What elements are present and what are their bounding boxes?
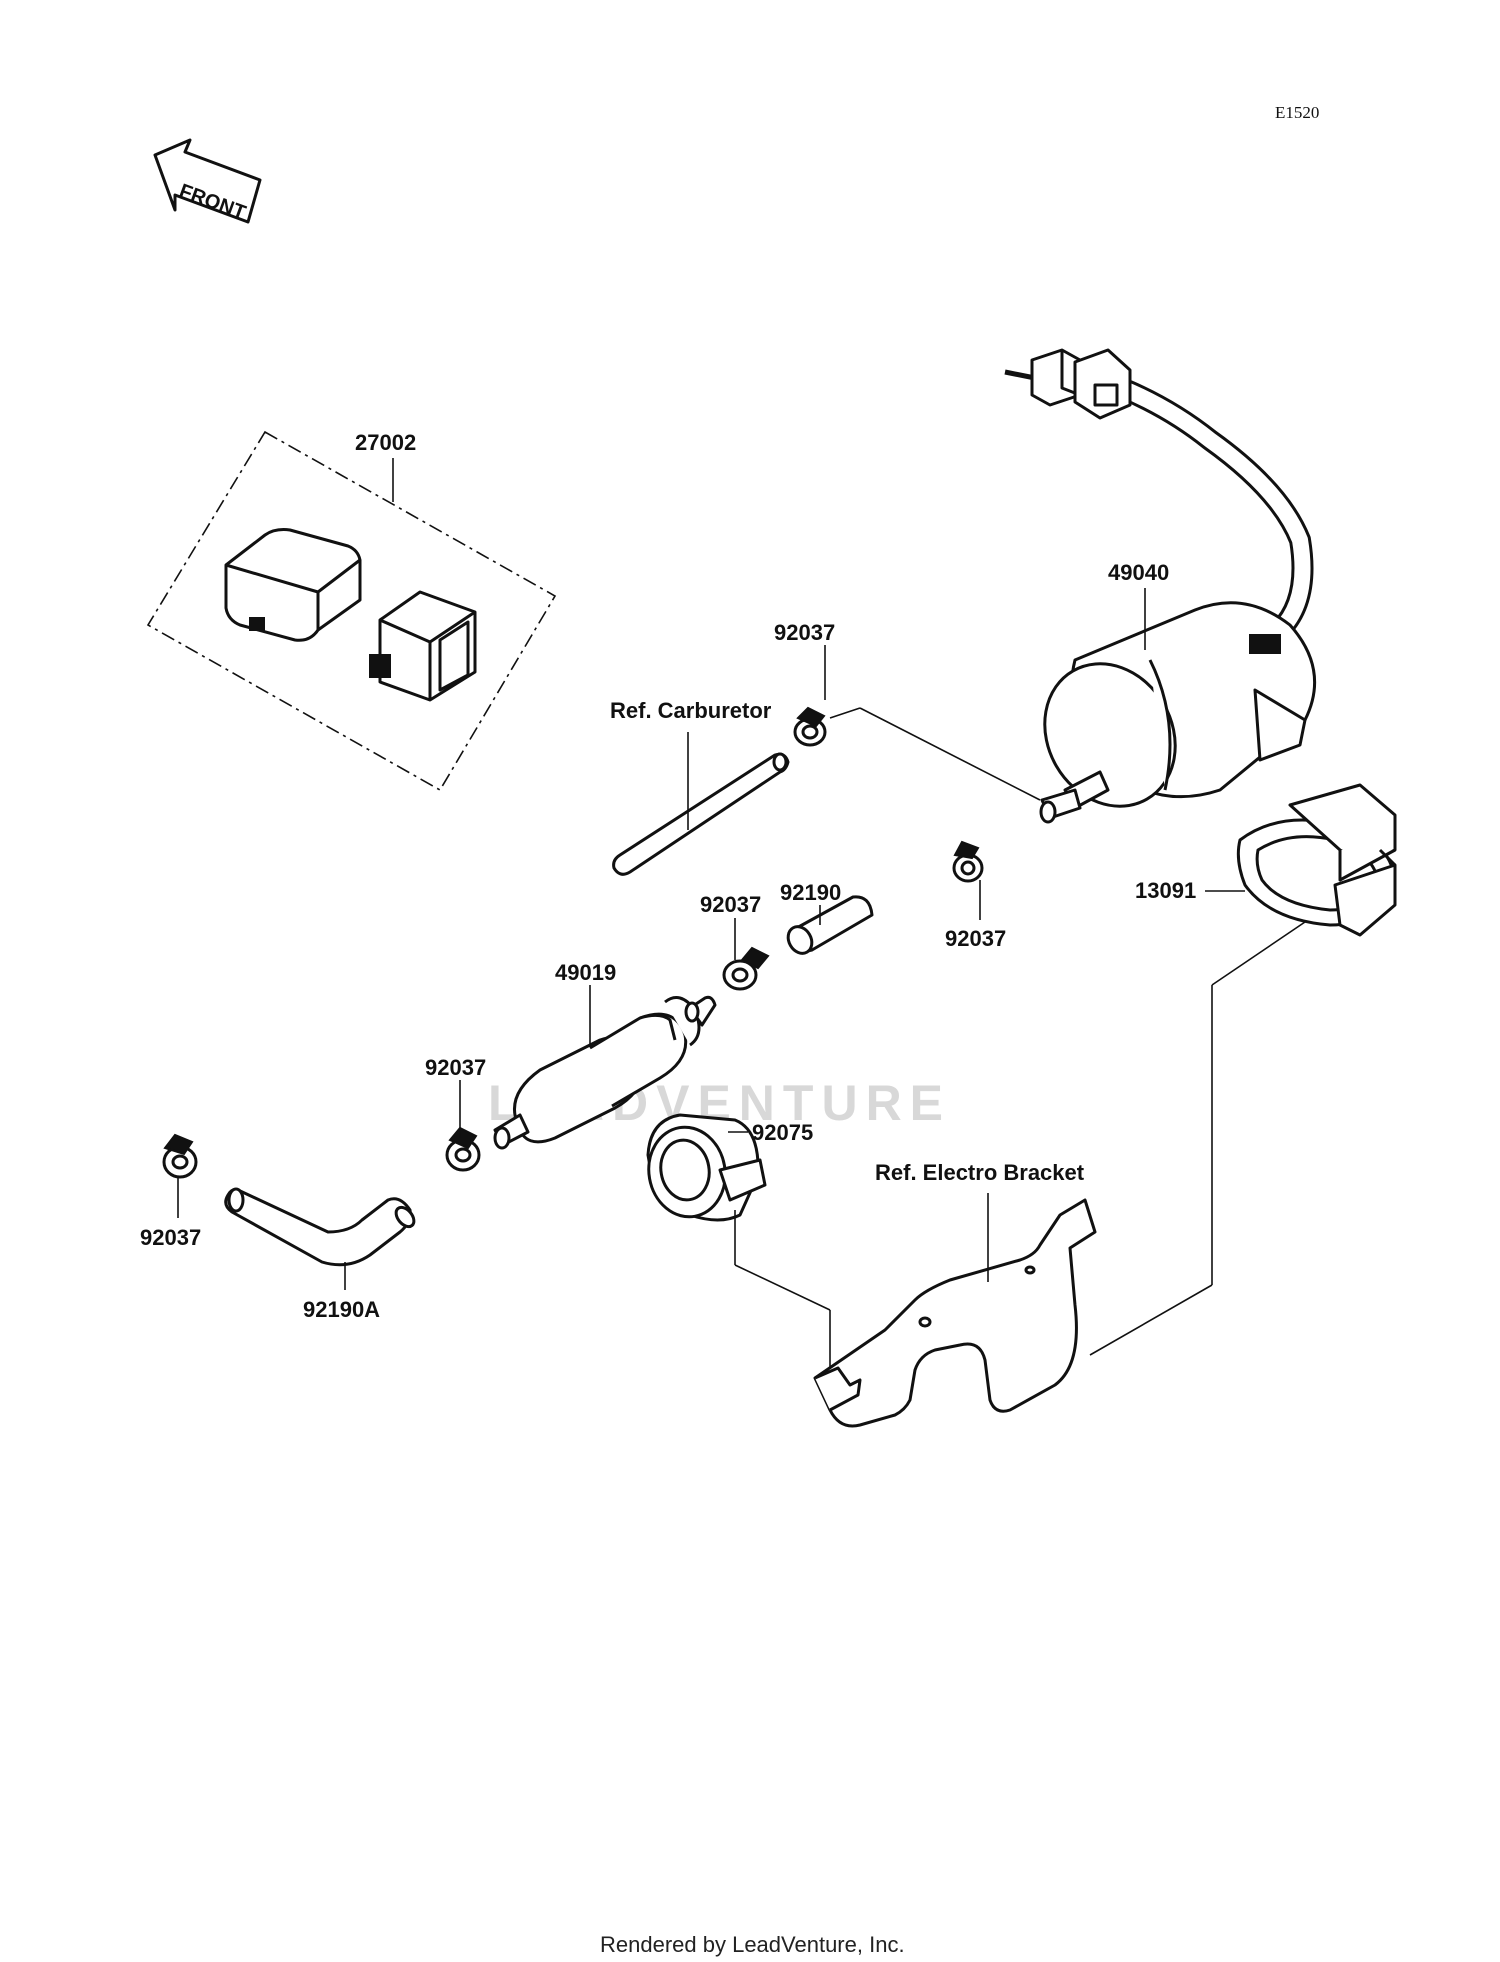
label-92075: 92075: [752, 1120, 813, 1145]
label-92190: 92190: [780, 880, 841, 905]
label-49019: 49019: [555, 960, 616, 985]
pump-plug: [1004, 348, 1132, 420]
label-49040: 49040: [1108, 560, 1169, 585]
diagram-code: E1520: [1275, 103, 1319, 122]
grommet-92075: [646, 1113, 767, 1222]
hose-clamp-92037-a: [793, 706, 827, 747]
label-92190A: 92190A: [303, 1297, 380, 1322]
kit-27002: [146, 430, 557, 792]
label-92037-e: 92037: [140, 1225, 201, 1250]
hose-clamp-92037-b: [952, 840, 984, 883]
footer-credit: Rendered by LeadVenture, Inc.: [600, 1932, 905, 1957]
fuel-filter-49019: [493, 995, 717, 1150]
fuel-pump-49040: [1004, 348, 1317, 824]
label-27002: 27002: [355, 430, 416, 455]
relay-box: [224, 528, 362, 642]
hose-92190A: [224, 1187, 416, 1267]
electro-bracket: [813, 1198, 1097, 1428]
label-92037-d: 92037: [425, 1055, 486, 1080]
carburetor-hose: [612, 752, 790, 876]
label-ref-carburetor: Ref. Carburetor: [610, 698, 772, 723]
pump-bracket-13091: [1236, 783, 1397, 937]
relay-connector: [369, 590, 477, 702]
label-13091: 13091: [1135, 878, 1196, 903]
hose-92190: [786, 895, 874, 955]
hose-clamp-92037-e: [162, 1133, 198, 1179]
label-92037-b: 92037: [945, 926, 1006, 951]
hose-clamp-92037-d: [445, 1126, 481, 1172]
label-92037-c: 92037: [700, 892, 761, 917]
front-arrow-icon: FRONT: [153, 138, 262, 224]
hose-clamp-92037-c: [722, 946, 770, 991]
label-92037-a: 92037: [774, 620, 835, 645]
label-ref-electro-bracket: Ref. Electro Bracket: [875, 1160, 1085, 1185]
